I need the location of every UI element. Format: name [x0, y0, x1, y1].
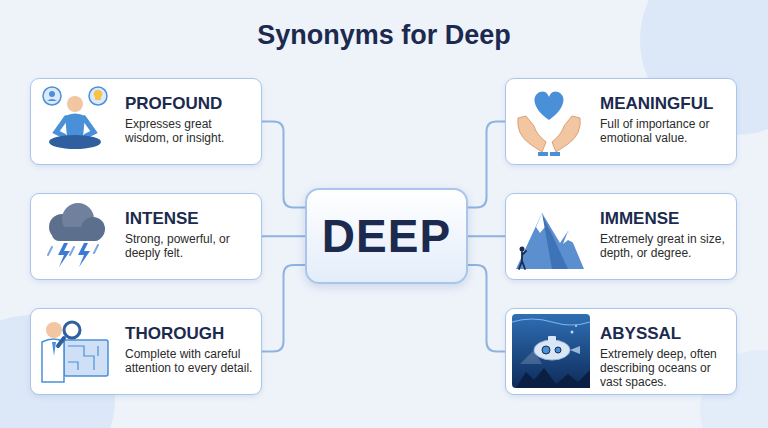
connector-line	[468, 235, 505, 237]
synonym-heading: PROFOUND	[125, 94, 222, 114]
synonym-heading: THOROUGH	[125, 324, 224, 344]
storm-icon	[48, 203, 105, 267]
synonym-card: PROFOUND Expresses great wisdom, or insig…	[30, 78, 262, 165]
synonym-card: INTENSE Strong, powerful, or deeply felt.	[30, 193, 262, 280]
connector-line	[262, 235, 305, 237]
synonym-card: ABYSSAL Extremely deep, often describing …	[505, 308, 737, 395]
hands-heart-icon	[518, 91, 581, 156]
mountain-icon	[516, 213, 584, 269]
connector-line	[468, 122, 505, 208]
synonym-definition: Expresses great wisdom, or insight.	[125, 117, 257, 145]
connector-line	[468, 265, 505, 352]
synonym-card: THOROUGH Complete with careful attention …	[30, 308, 262, 395]
connector-line	[262, 265, 305, 352]
synonym-card: MEANINGFUL Full of importance or emotiona…	[505, 78, 737, 165]
inspection-icon	[42, 322, 108, 382]
synonym-definition: Extremely great in size, depth, or degre…	[600, 232, 732, 260]
deep-sea-icon	[512, 314, 590, 388]
connector-line	[262, 122, 305, 208]
diagram-title: Synonyms for Deep	[0, 20, 768, 51]
central-word: DEEP	[322, 209, 451, 263]
synonym-heading: MEANINGFUL	[600, 94, 713, 114]
synonym-card: IMMENSE Extremely great in size, depth, o…	[505, 193, 737, 280]
synonym-heading: INTENSE	[125, 209, 199, 229]
synonym-definition: Complete with careful attention to every…	[125, 347, 257, 375]
synonym-heading: IMMENSE	[600, 209, 679, 229]
synonym-definition: Strong, powerful, or deeply felt.	[125, 232, 257, 260]
meditation-icon	[43, 87, 107, 149]
synonym-heading: ABYSSAL	[600, 324, 681, 344]
synonym-definition: Full of importance or emotional value.	[600, 117, 732, 145]
synonym-definition: Extremely deep, often describing oceans …	[600, 347, 732, 389]
central-word-box: DEEP	[305, 188, 468, 284]
